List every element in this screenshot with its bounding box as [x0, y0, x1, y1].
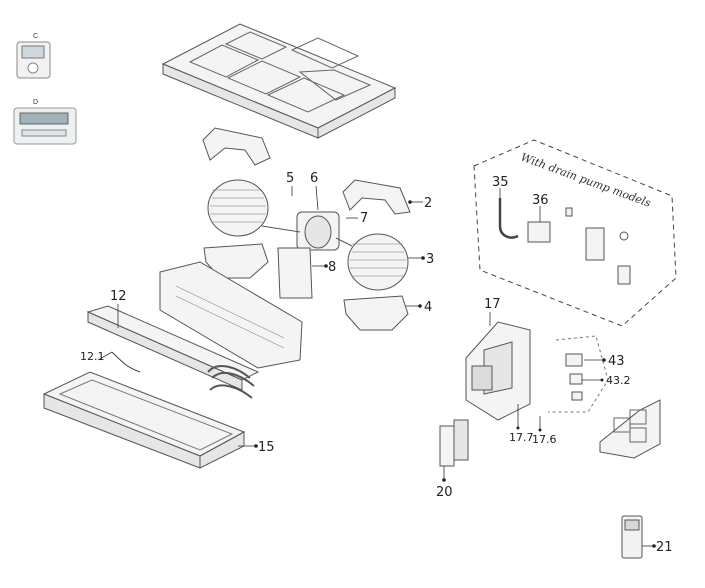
callout-15: 15: [238, 440, 275, 455]
pcb-group: [548, 335, 609, 413]
callout-3: 3: [408, 252, 434, 267]
callout-20-label: 20: [436, 485, 453, 500]
callout-17-7: 17.7: [509, 404, 534, 444]
callout-8-label: 8: [328, 260, 336, 275]
callout-7: 7: [346, 211, 368, 226]
electrical-box: [465, 321, 531, 421]
callout-5: 5: [286, 171, 294, 196]
callout-5-label: 5: [286, 171, 294, 186]
callout-2: 2: [408, 196, 432, 211]
upper-bracket: [202, 127, 271, 166]
display-cover: [599, 399, 661, 459]
callout-6-label: 6: [310, 171, 318, 186]
callout-4: 4: [406, 300, 432, 315]
terminal-block: [439, 419, 469, 467]
callout-17-7-label: 17.7: [509, 431, 534, 444]
callout-3-label: 3: [426, 252, 434, 267]
callout-7-label: 7: [360, 211, 368, 226]
callout-12-1: 12.1: [80, 350, 113, 363]
callout-17-label: 17: [484, 297, 501, 312]
callout-36-label: 36: [532, 193, 549, 208]
remote-control: [621, 515, 643, 559]
callout-21-label: 21: [656, 540, 673, 555]
blower-wheel-left: [207, 179, 269, 237]
callout-35-label: 35: [492, 175, 509, 190]
refrigerant-pipes: [207, 364, 255, 399]
callout-17: 17: [484, 297, 501, 326]
callout-4-label: 4: [424, 300, 432, 315]
callout-35: 35: [492, 175, 509, 198]
drain-pump-group: With drain pump models: [473, 139, 677, 327]
fan-motor: [261, 211, 353, 251]
callout-6: 6: [310, 171, 319, 211]
callout-43-2-label: 43.2: [606, 374, 631, 387]
callout-17-6: 17.6: [532, 416, 557, 446]
callout-36: 36: [532, 193, 549, 222]
callout-43: 43: [584, 354, 625, 369]
evaporator-coil: [86, 305, 260, 391]
scroll-housing-left: [203, 243, 269, 279]
callout-8: 8: [312, 260, 336, 275]
callout-12-1-label: 12.1: [80, 350, 105, 363]
wired-controller-d: D: [13, 99, 77, 145]
callout-2-label: 2: [424, 196, 432, 211]
callout-15-label: 15: [258, 440, 275, 455]
motor-mount-plate: [277, 247, 313, 299]
callout-17-6-label: 17.6: [532, 433, 557, 446]
callout-43-label: 43: [608, 354, 625, 369]
callout-43-2: 43.2: [582, 374, 631, 387]
callout-12-label: 12: [110, 289, 127, 304]
callout-21: 21: [642, 540, 673, 555]
callout-20: 20: [436, 466, 453, 500]
wired-controller-c: C: [16, 33, 51, 79]
blower-wheel-right: [347, 233, 409, 291]
temperature-sensor: [111, 351, 141, 373]
scroll-housing-right: [343, 295, 409, 331]
upper-bracket-right: [342, 179, 411, 215]
controller-d-label: D: [33, 99, 38, 106]
controller-c-label: C: [33, 33, 38, 40]
callout-12: 12: [110, 289, 127, 328]
drain-pan: [42, 371, 246, 469]
top-cover-panel: [161, 23, 397, 139]
base-plate: [159, 261, 303, 369]
